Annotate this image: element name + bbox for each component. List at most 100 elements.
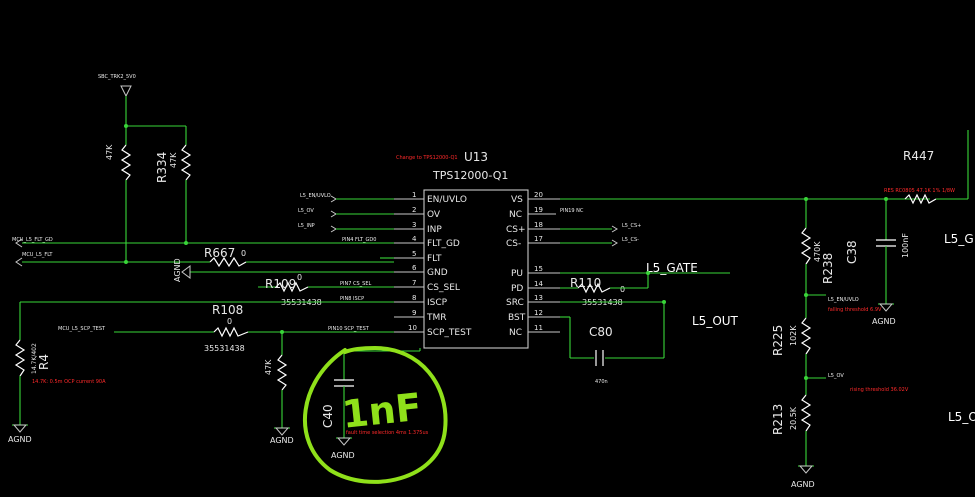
svg-text:TMR: TMR: [426, 313, 447, 323]
svg-text:L5_OV: L5_OV: [298, 208, 314, 214]
tmr-note: fault time selection 4ms 1.375us: [346, 430, 429, 436]
svg-text:35531438: 35531438: [204, 344, 245, 353]
net-en-uvlo-left[interactable]: L5_EN/UVLO: [300, 193, 394, 203]
svg-text:C40: C40: [321, 404, 335, 428]
pin-6-gnd[interactable]: 6 GND: [394, 264, 448, 278]
agnd-divider: AGND: [791, 465, 815, 489]
pin-3-inp[interactable]: 3 INP: [394, 221, 442, 235]
ic-right-pins: 20 VS 19 NC 18 CS+ 17 CS- 15 PU 14 PD: [506, 191, 560, 338]
svg-text:470K: 470K: [813, 241, 822, 262]
svg-text:rising threshold 36.02V: rising threshold 36.02V: [850, 387, 909, 393]
pin-1-en-uvlo[interactable]: 1 EN/UVLO: [394, 191, 467, 205]
pin-4-flt-gd[interactable]: 4 FLT_GD: [394, 235, 460, 249]
svg-text:14: 14: [534, 280, 543, 288]
pin-2-ov[interactable]: 2 OV: [394, 206, 441, 220]
pin-19-nc[interactable]: 19 NC: [509, 206, 556, 220]
agnd-c40: AGND: [331, 437, 355, 460]
resistor-r667[interactable]: R667 0: [204, 246, 247, 268]
capacitor-c38[interactable]: C38 100nF: [845, 233, 910, 264]
resistor-r4[interactable]: R4 14.7K/402 14.7K: 0.5m OCP current 90A: [14, 339, 106, 385]
annotation-text: 1nF: [340, 385, 424, 437]
svg-text:RES RC0805 47.1K 1% 1/8W: RES RC0805 47.1K 1% 1/8W: [884, 188, 955, 194]
pin-12-bst[interactable]: 12 BST: [508, 309, 560, 323]
svg-text:R108: R108: [212, 303, 243, 317]
svg-text:R667: R667: [204, 246, 235, 260]
svg-text:MCU_L5_SCP_TEST: MCU_L5_SCP_TEST: [58, 326, 106, 332]
svg-text:L5_EN/UVLO: L5_EN/UVLO: [828, 297, 859, 303]
svg-text:13: 13: [534, 294, 543, 302]
svg-text:PU: PU: [511, 269, 523, 279]
svg-text:1: 1: [412, 191, 416, 199]
pin-5-flt[interactable]: 5 FLT: [394, 250, 442, 264]
gnd-pin6: AGND: [173, 258, 394, 282]
pin-18-cs-plus[interactable]: 18 CS+: [506, 221, 560, 235]
svg-text:C80: C80: [589, 325, 613, 339]
capacitor-c80[interactable]: C80 470n: [589, 325, 613, 385]
svg-text:NC: NC: [509, 210, 522, 220]
annotation-1nf: 1nF: [303, 345, 448, 484]
svg-text:AGND: AGND: [872, 317, 896, 326]
pin-7-cs-sel[interactable]: 7 CS_SEL: [394, 279, 460, 293]
ic-u13[interactable]: Change to TPS12000-Q1 U13 TPS12000-Q1: [396, 150, 529, 349]
net-flt[interactable]: MCU_L5_FLT: [15, 252, 394, 267]
pin-9-tmr[interactable]: 9 TMR: [394, 309, 447, 323]
net-ov-left[interactable]: L5_OV: [298, 208, 394, 218]
net-ov-right[interactable]: L5_OV rising threshold 36.02V: [806, 373, 909, 393]
net-cs-minus[interactable]: L5_CS-: [560, 237, 639, 247]
svg-text:PIN4 FLT_GD0: PIN4 FLT_GD0: [342, 237, 376, 243]
svg-text:R447: R447: [903, 149, 934, 163]
net-cs-sel[interactable]: PIN7 CS_SEL: [258, 281, 394, 288]
net-scp-test[interactable]: MCU_L5_SCP_TEST PIN10 SCP_TEST: [58, 326, 394, 333]
resistor-r225[interactable]: R225 102K: [771, 317, 812, 356]
svg-text:AGND: AGND: [8, 435, 32, 444]
svg-text:2: 2: [412, 206, 416, 214]
net-inp-left[interactable]: L5_INP: [298, 223, 394, 233]
pin-13-src[interactable]: 13 SRC: [506, 294, 560, 308]
svg-text:INP: INP: [427, 225, 442, 235]
resistor-47k-scp-test[interactable]: 47K: [264, 354, 288, 391]
svg-text:20.5K: 20.5K: [789, 406, 798, 430]
svg-text:CS_SEL: CS_SEL: [427, 283, 460, 293]
svg-text:R225: R225: [771, 325, 785, 356]
pin-10-scp-test[interactable]: 10 SCP_TEST: [394, 324, 472, 338]
svg-text:6: 6: [412, 264, 417, 272]
net-cs-plus[interactable]: L5_CS+: [560, 223, 641, 233]
pin-8-iscp[interactable]: 8 ISCP: [394, 294, 448, 308]
net-en-uvlo-right[interactable]: L5_EN/UVLO falling threshold 6.9V: [806, 294, 882, 313]
net-pin19-nc: PIN19 NC: [560, 208, 584, 214]
svg-text:R213: R213: [771, 404, 785, 435]
pin-17-cs-minus[interactable]: 17 CS-: [506, 235, 560, 249]
svg-text:0: 0: [297, 273, 302, 282]
resistor-r213[interactable]: R213 20.5K: [771, 394, 812, 435]
svg-text:FLT: FLT: [427, 254, 442, 264]
agnd-r4: AGND: [8, 424, 32, 444]
net-l5-gate: L5_GATE: [646, 261, 698, 275]
resistor-47k-left[interactable]: 47K: [105, 144, 132, 181]
svg-text:MCU_L5_FLT: MCU_L5_FLT: [22, 252, 53, 258]
resistor-r238[interactable]: R238 470K: [800, 227, 835, 284]
svg-text:L5_EN/UVLO: L5_EN/UVLO: [300, 193, 331, 199]
svg-text:14.7K/402: 14.7K/402: [31, 343, 38, 374]
svg-text:0: 0: [620, 285, 625, 294]
pin-11-nc[interactable]: 11 NC: [509, 324, 560, 338]
svg-text:falling threshold 6.9V: falling threshold 6.9V: [828, 307, 882, 313]
resistor-r334[interactable]: R334 47K: [155, 144, 192, 183]
svg-text:10: 10: [408, 324, 417, 332]
pin-20-vs[interactable]: 20 VS: [511, 191, 560, 205]
svg-text:ISCP: ISCP: [427, 298, 448, 308]
svg-text:AGND: AGND: [331, 451, 355, 460]
svg-text:VS: VS: [511, 195, 523, 205]
svg-text:AGND: AGND: [791, 480, 815, 489]
svg-text:17: 17: [534, 235, 543, 243]
pin-15-pu[interactable]: 15 PU: [511, 265, 560, 279]
pin-14-pd[interactable]: 14 PD: [511, 280, 560, 294]
svg-text:3: 3: [412, 221, 416, 229]
net-flt-gd[interactable]: MCU_L5_FLT_GD PIN4 FLT_GD0: [12, 237, 394, 248]
resistor-r108[interactable]: R108 0 35531438: [204, 303, 249, 353]
net-iscp[interactable]: PIN8 ISCP: [19, 296, 394, 340]
svg-text:11: 11: [534, 324, 543, 332]
svg-text:PIN10 SCP_TEST: PIN10 SCP_TEST: [328, 326, 370, 332]
svg-text:470n: 470n: [595, 379, 608, 385]
svg-text:PD: PD: [511, 284, 523, 294]
resistor-r447[interactable]: R447 RES RC0805 47.1K 1% 1/8W: [884, 149, 955, 205]
